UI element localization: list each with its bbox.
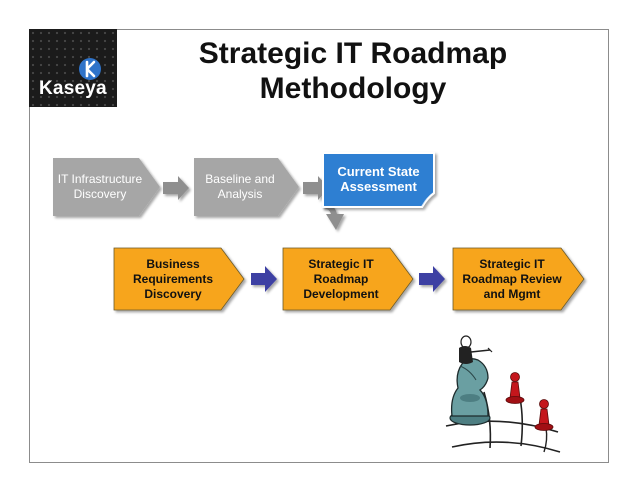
kaseya-logo: Kaseya [29, 29, 117, 107]
step-label-line-1: Business [146, 256, 200, 271]
step-label-line-1: Strategic IT [308, 256, 374, 271]
step-label-line-3: Discovery [144, 286, 202, 301]
title-line-1: Strategic IT Roadmap [198, 37, 508, 70]
step-label-line-2: Roadmap [313, 271, 369, 286]
title-line-2: Methodology [259, 72, 447, 105]
step-label-line-1: Strategic IT [479, 256, 545, 271]
step-baseline-and-analysis: Baseline and Analysis [194, 158, 286, 216]
red-pawn-icon-2 [534, 399, 554, 431]
step-strategic-it-roadmap-review: Strategic IT Roadmap Review and Mgmt [456, 248, 568, 310]
step-shape-business-requirements [113, 247, 245, 311]
note-label-line-2: Assessment [340, 179, 417, 194]
step-label-line-1: IT Infrastructure [57, 172, 143, 186]
logo-dot-pattern [29, 29, 117, 107]
note-label-line-1: Current State [337, 164, 420, 179]
current-state-assessment: Current State Assessment [323, 157, 434, 201]
slide-title: Strategic IT Roadmap Methodology [150, 36, 556, 106]
slide-frame [29, 29, 609, 463]
logo-wordmark: Kaseya [39, 78, 107, 99]
red-pawn-icon-1 [505, 372, 525, 404]
gray-arrow-1 [163, 176, 189, 200]
step-shape-baseline-and-analysis [194, 158, 299, 216]
kaseya-k-icon [79, 58, 101, 80]
knight-piece-icon [449, 335, 493, 426]
step-strategic-it-roadmap-development: Strategic IT Roadmap Development [286, 248, 396, 310]
step-label-line-2: Roadmap Review [462, 271, 562, 286]
step-shape-roadmap-review [452, 247, 585, 311]
step-business-requirements-discovery: Business Requirements Discovery [118, 248, 228, 310]
blue-arrow-1 [251, 266, 277, 292]
step-shape-roadmap-development [282, 247, 414, 311]
current-state-assessment-note [322, 152, 435, 208]
step-label-line-2: Requirements [132, 271, 214, 286]
step-shape-it-infrastructure-discovery [53, 158, 160, 216]
blue-arrow-2 [419, 266, 445, 292]
step-label-line-2: Discovery [73, 187, 127, 201]
step-label-line-2: Analysis [217, 187, 263, 201]
step-label-line-3: and Mgmt [483, 286, 541, 301]
step-label-line-1: Baseline and [205, 172, 275, 186]
chess-illustration [445, 335, 561, 453]
step-label-line-3: Development [303, 286, 379, 301]
step-it-infrastructure-discovery: IT Infrastructure Discovery [53, 158, 147, 216]
